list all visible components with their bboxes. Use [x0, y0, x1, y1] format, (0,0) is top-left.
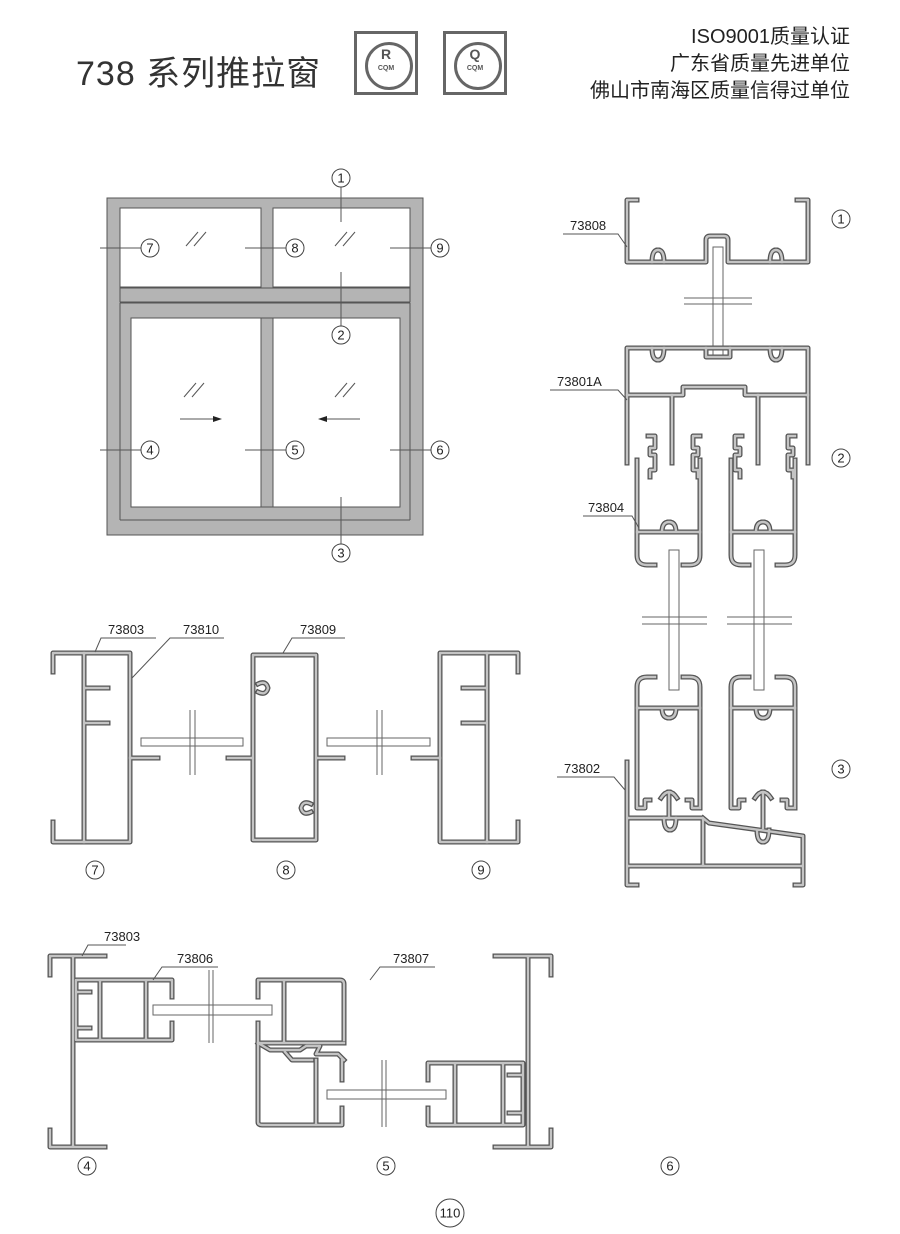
glass-mark-icon [183, 231, 356, 398]
svg-text:73803: 73803 [104, 929, 140, 944]
cqm-r-logo: R CQM [354, 31, 418, 95]
svg-text:73801A: 73801A [557, 374, 602, 389]
section-callout-8: 8 [276, 860, 296, 880]
section-callout-3: 3 [831, 759, 851, 779]
page-title: 738 系列推拉窗 [76, 55, 322, 93]
section-callouts: 1 2 3 7 8 9 4 5 6 [77, 209, 851, 1176]
svg-text:7: 7 [146, 241, 153, 256]
label-73801A: 73801A [550, 374, 628, 401]
label-73810: 73810 [131, 622, 224, 679]
section-7-8-9 [50, 650, 521, 845]
svg-text:2: 2 [837, 451, 844, 466]
callout-6: 6 [430, 440, 450, 460]
svg-text:73808: 73808 [570, 218, 606, 233]
callout-1: 1 [331, 168, 351, 188]
profile-labels: 73808 73801A 73804 73802 73803 73810 738… [81, 218, 640, 981]
callout-2: 2 [331, 325, 351, 345]
arrow-right-icon [180, 416, 222, 422]
svg-text:73803: 73803 [108, 622, 144, 637]
svg-text:7: 7 [91, 863, 98, 878]
section-callout-9: 9 [471, 860, 491, 880]
window-elevation [100, 187, 431, 544]
section-callout-5: 5 [376, 1156, 396, 1176]
elevation-callouts: 1 2 3 4 5 6 7 8 9 [140, 168, 450, 563]
svg-text:5: 5 [291, 443, 298, 458]
section-callout-7: 7 [85, 860, 105, 880]
svg-text:73809: 73809 [300, 622, 336, 637]
svg-text:6: 6 [436, 443, 443, 458]
svg-text:73807: 73807 [393, 951, 429, 966]
svg-text:6: 6 [666, 1159, 673, 1174]
cert-line: ISO9001质量认证 [691, 26, 850, 48]
callout-4: 4 [140, 440, 160, 460]
svg-text:3: 3 [337, 546, 344, 561]
svg-text:110: 110 [440, 1206, 461, 1221]
svg-text:8: 8 [291, 241, 298, 256]
svg-text:4: 4 [146, 443, 153, 458]
svg-text:9: 9 [436, 241, 443, 256]
arrow-left-icon [318, 416, 360, 422]
callout-9: 9 [430, 238, 450, 258]
svg-text:9: 9 [477, 863, 484, 878]
svg-text:73810: 73810 [183, 622, 219, 637]
svg-text:1: 1 [337, 171, 344, 186]
callout-5: 5 [285, 440, 305, 460]
label-73808: 73808 [563, 218, 628, 248]
label-73804: 73804 [583, 500, 640, 529]
callout-7: 7 [140, 238, 160, 258]
svg-text:8: 8 [282, 863, 289, 878]
certifications: ISO9001质量认证 广东省质量先进单位 佛山市南海区质量信得过单位 [590, 24, 850, 105]
label-73802: 73802 [557, 761, 626, 791]
label-73806: 73806 [152, 951, 218, 981]
cqm-q-logo: Q CQM [443, 31, 507, 95]
section-callout-1: 1 [831, 209, 851, 229]
vertical-section [624, 197, 811, 888]
cert-line: 佛山市南海区质量信得过单位 [590, 80, 850, 102]
section-callout-4: 4 [77, 1156, 97, 1176]
svg-text:5: 5 [382, 1159, 389, 1174]
svg-text:2: 2 [337, 328, 344, 343]
callout-3: 3 [331, 543, 351, 563]
section-callout-6: 6 [660, 1156, 680, 1176]
svg-text:4: 4 [83, 1159, 90, 1174]
section-callout-2: 2 [831, 448, 851, 468]
label-73809: 73809 [282, 622, 345, 654]
section-4-5-6 [47, 953, 554, 1150]
svg-text:3: 3 [837, 762, 844, 777]
label-73803-bottom: 73803 [81, 929, 140, 957]
page-number: 110 [435, 1198, 465, 1228]
svg-text:73802: 73802 [564, 761, 600, 776]
svg-text:73804: 73804 [588, 500, 624, 515]
label-73803-top: 73803 [94, 622, 156, 653]
cert-line: 广东省质量先进单位 [670, 53, 850, 75]
callout-8: 8 [285, 238, 305, 258]
svg-text:73806: 73806 [177, 951, 213, 966]
svg-text:1: 1 [837, 212, 844, 227]
label-73807: 73807 [369, 951, 435, 981]
